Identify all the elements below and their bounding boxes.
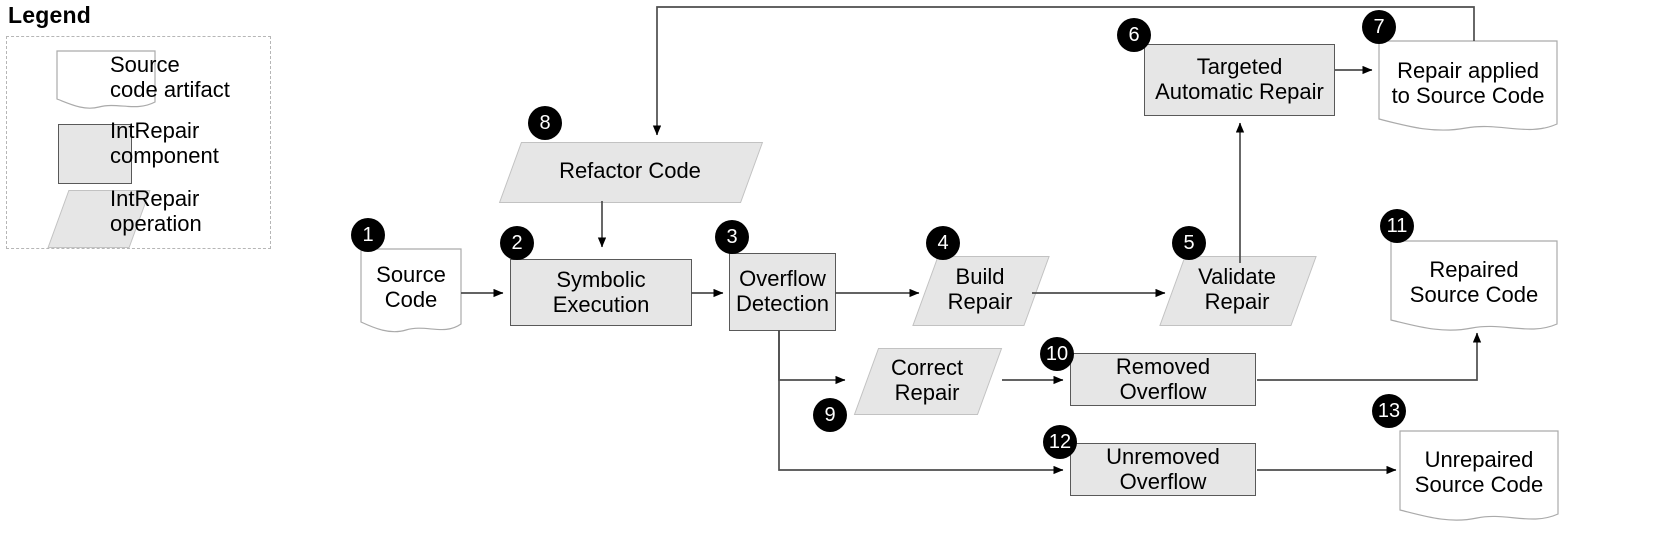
- badge-11: 11: [1380, 209, 1414, 243]
- legend-swatch-intrepair-component: [58, 124, 132, 184]
- badge-8: 8: [528, 106, 562, 140]
- edge-detection-to-correct: [778, 330, 846, 385]
- node-symbolic-execution[interactable]: Symbolic Execution: [510, 259, 692, 326]
- badge-2: 2: [500, 226, 534, 260]
- badge-1: 1: [351, 218, 385, 252]
- node-build-repair[interactable]: Build Repair: [912, 256, 1050, 326]
- node-build-repair-label: Build Repair: [947, 264, 1013, 314]
- node-repair-applied-label: Repair applied to Source Code: [1391, 58, 1545, 108]
- badge-10: 10: [1040, 337, 1074, 371]
- edge-removed-to-repaired: [1257, 332, 1482, 381]
- badge-13: 13: [1372, 394, 1406, 428]
- node-source-code-label: Source Code: [376, 262, 446, 312]
- node-repaired-source-code[interactable]: Repaired Source Code: [1390, 240, 1558, 338]
- node-repair-applied[interactable]: Repair applied to Source Code: [1378, 40, 1558, 140]
- node-targeted-automatic-repair[interactable]: Targeted Automatic Repair: [1144, 44, 1335, 116]
- node-targeted-automatic-repair-label: Targeted Automatic Repair: [1155, 54, 1324, 104]
- node-unremoved-overflow-label: Unremoved Overflow: [1106, 443, 1220, 494]
- legend-label-intrepair-component: IntRepair component: [110, 118, 219, 168]
- node-refactor-code-label: Refactor Code: [559, 158, 701, 184]
- node-unremoved-overflow[interactable]: Unremoved Overflow: [1070, 443, 1256, 496]
- legend-swatch-source-code-artifact: [56, 50, 156, 112]
- node-validate-repair-label: Validate Repair: [1198, 264, 1276, 314]
- node-validate-repair[interactable]: Validate Repair: [1159, 256, 1317, 326]
- badge-12: 12: [1043, 425, 1077, 459]
- node-overflow-detection[interactable]: Overflow Detection: [729, 253, 836, 331]
- node-source-code[interactable]: Source Code: [360, 248, 462, 340]
- badge-6: 6: [1117, 18, 1151, 52]
- badge-5: 5: [1172, 226, 1206, 260]
- edge-applied-to-refactor: [652, 6, 1475, 136]
- node-correct-repair[interactable]: Correct Repair: [853, 348, 1003, 415]
- badge-3: 3: [715, 220, 749, 254]
- badge-9: 9: [813, 398, 847, 432]
- legend-title: Legend: [8, 2, 91, 28]
- node-refactor-code[interactable]: Refactor Code: [498, 142, 764, 203]
- legend-label-source-code-artifact: Source code artifact: [110, 52, 230, 102]
- node-unrepaired-source-code-label: Unrepaired Source Code: [1414, 447, 1544, 497]
- badge-7: 7: [1362, 10, 1396, 44]
- node-overflow-detection-label: Overflow Detection: [736, 266, 829, 316]
- badge-4: 4: [926, 226, 960, 260]
- node-repaired-source-code-label: Repaired Source Code: [1409, 257, 1539, 307]
- node-removed-overflow[interactable]: Removed Overflow: [1070, 353, 1256, 406]
- node-correct-repair-label: Correct Repair: [890, 354, 964, 405]
- node-unrepaired-source-code[interactable]: Unrepaired Source Code: [1399, 430, 1559, 528]
- node-symbolic-execution-label: Symbolic Execution: [552, 266, 650, 317]
- legend-label-intrepair-operation: IntRepair operation: [110, 186, 202, 236]
- edge-detection-to-unremoved: [778, 330, 1064, 475]
- node-removed-overflow-label: Removed Overflow: [1115, 353, 1211, 404]
